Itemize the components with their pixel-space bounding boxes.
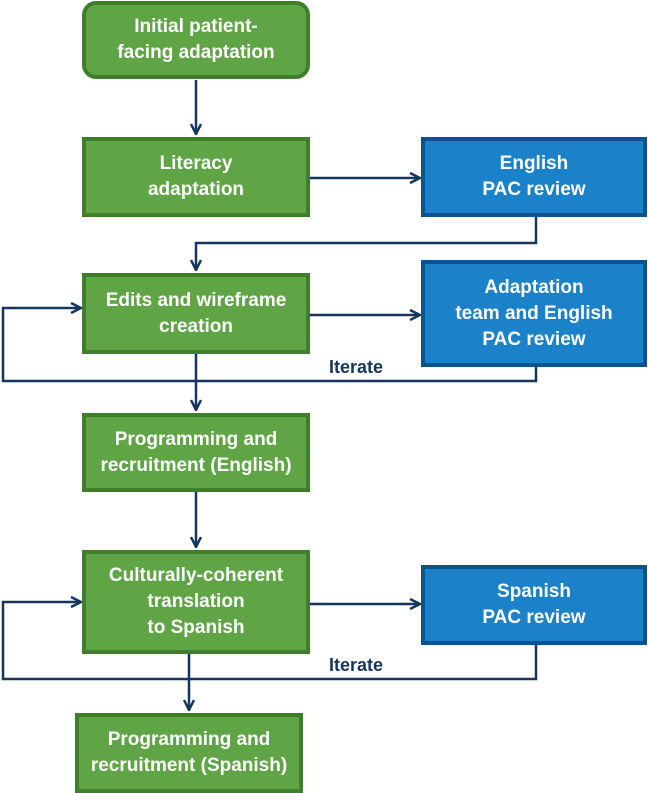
node-edits-wireframe: Edits and wireframe creation: [82, 273, 310, 354]
iterate-loop-2: [1, 602, 538, 681]
node-programming-english: Programming and recruitment (English): [82, 413, 310, 492]
node-english-pac-review: English PAC review: [421, 137, 647, 217]
node-spanish-pac-review: Spanish PAC review: [421, 565, 647, 645]
arrow-english-pac-to-edits: [196, 215, 538, 269]
node-programming-spanish: Programming and recruitment (Spanish): [75, 713, 303, 793]
iterate-label-1: Iterate: [329, 357, 384, 377]
iterate-loop-1: [1, 308, 538, 383]
node-initial-adaptation: Initial patient- facing adaptation: [82, 1, 310, 79]
node-adaptation-team-review: Adaptation team and English PAC review: [421, 260, 647, 367]
node-cultural-translation: Culturally-coherent translation to Spani…: [82, 550, 310, 654]
iterate-label-2: Iterate: [329, 655, 384, 675]
node-literacy-adaptation: Literacy adaptation: [82, 137, 310, 217]
